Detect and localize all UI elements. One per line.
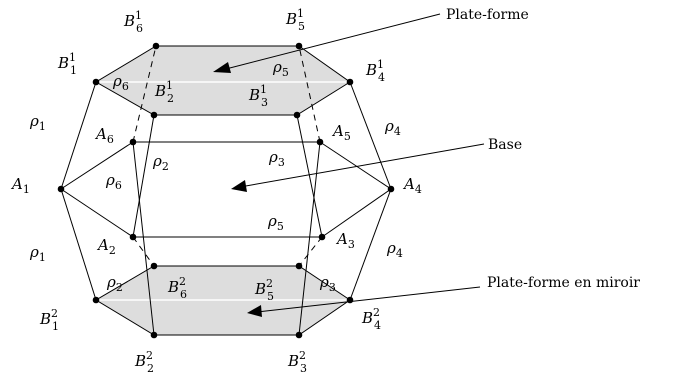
label-rho4-right-top: ρ4 [384,117,401,138]
label-rho6-mid: ρ6 [105,171,122,192]
label-A2: A2 [96,236,116,257]
label-rho5-top: ρ5 [272,58,289,79]
base-hexagon [60,141,392,238]
label-rho4-right-bot: ρ4 [386,239,403,260]
lower-legs [60,141,392,336]
annotation-plate-forme-miroir: Plate-forme en miroir [487,275,640,291]
label-rho1-left-bot: ρ1 [29,243,46,264]
label-rho1-left-top: ρ1 [29,112,46,133]
label-A4: A4 [402,175,422,196]
label-rho2-mid: ρ2 [152,152,169,173]
joints [57,42,395,339]
label-A5: A5 [331,122,351,143]
label-rho3-mid: ρ3 [268,148,285,169]
upper-legs [60,45,392,238]
annotation-base: Base [488,137,522,153]
label-rho3-bot: ρ3 [319,273,336,294]
label-A1: A1 [10,175,30,196]
label-A3: A3 [335,230,355,251]
annotation-arrows [213,13,485,317]
label-rho2-bot: ρ2 [106,273,123,294]
label-rho6-top: ρ6 [112,72,129,93]
annotation-plate-forme: Plate-forme [446,7,529,23]
label-rho5-mid: ρ5 [267,212,284,233]
label-A6: A6 [94,125,114,146]
